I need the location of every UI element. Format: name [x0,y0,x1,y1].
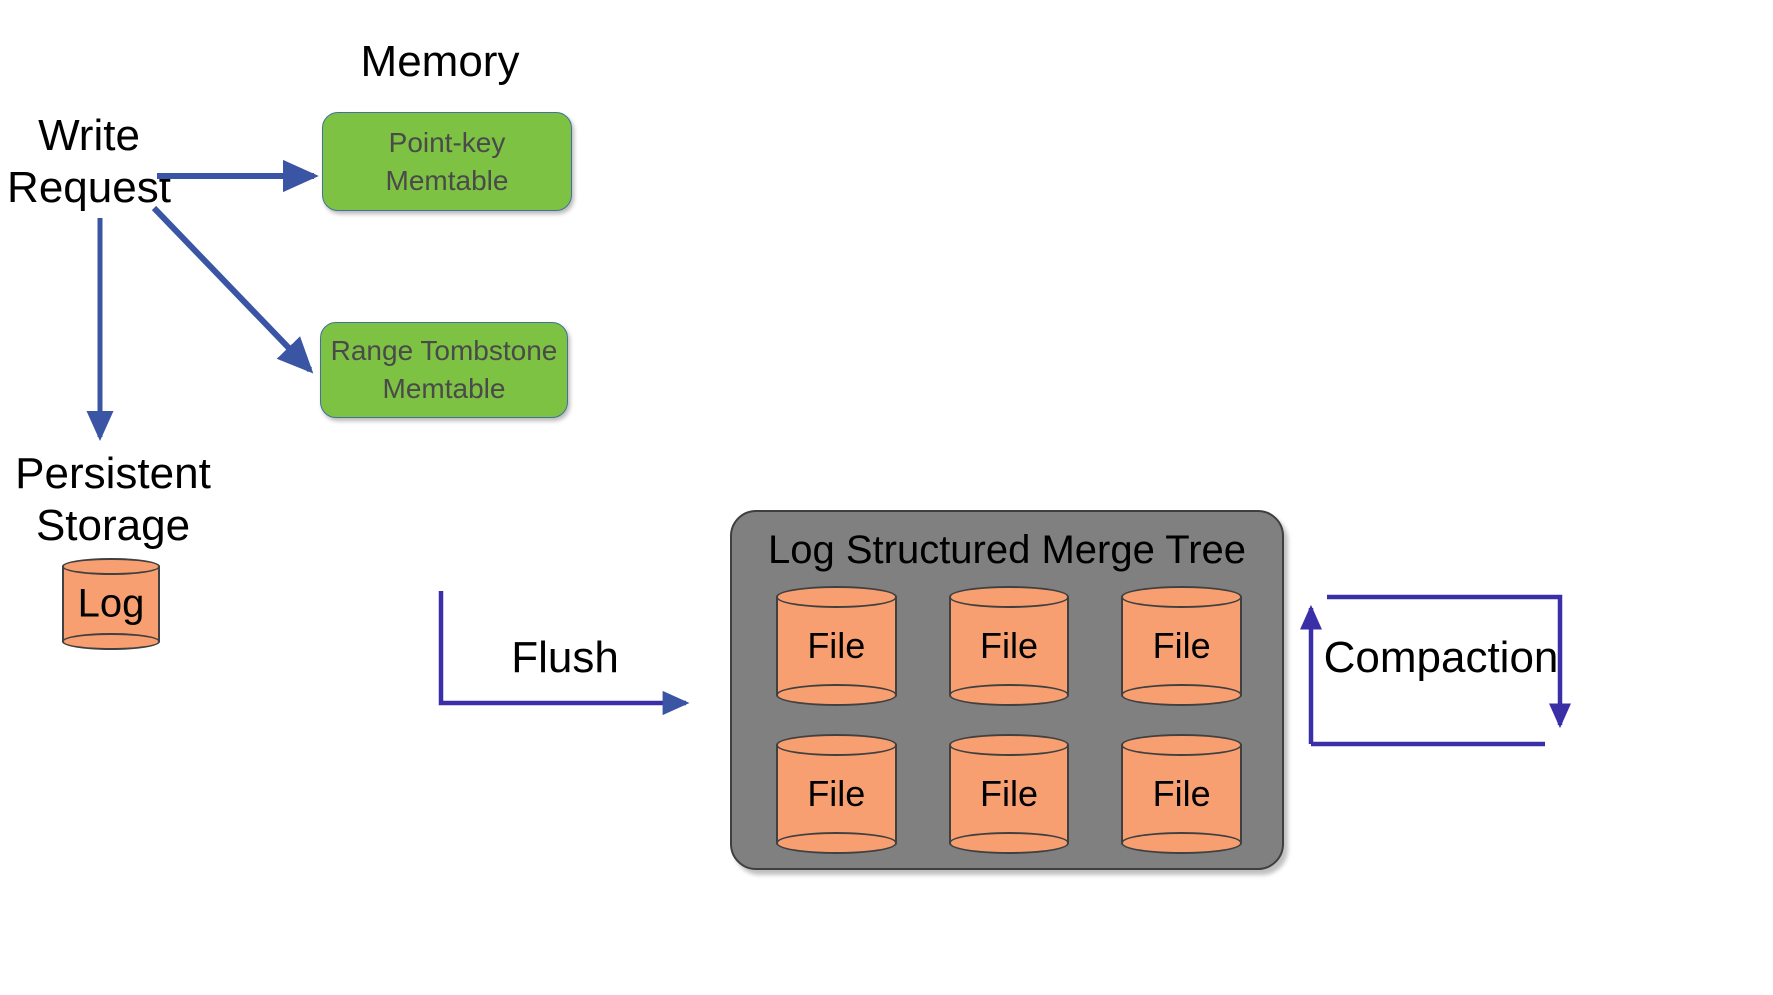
persistent-storage-label: Persistent Storage [15,449,211,550]
cylinder-bottom-ellipse [1121,832,1242,854]
cylinder-bottom-ellipse [776,684,897,706]
file-cylinder-label: File [1152,773,1211,814]
file-cylinder-label: File [807,773,866,814]
cylinder-top-ellipse [948,586,1070,608]
file-cylinder[interactable]: File [776,586,897,706]
cylinder-top-ellipse [776,734,897,756]
compaction-arrow-label: Compaction [1323,633,1559,682]
cylinder-body [1121,596,1242,696]
file-cylinder-label: File [979,773,1038,814]
memory-title: Memory [360,37,520,86]
cylinder-body [948,744,1070,844]
cylinder-bottom-ellipse [948,832,1070,854]
file-cylinder[interactable]: File [776,734,897,854]
lsm-tree-title: Log Structured Merge Tree [767,528,1247,572]
point-key-memtable-label: Point-key Memtable [385,126,509,196]
write-request-label: Write Request [7,111,171,212]
flush-arrow-label: Flush [511,633,619,682]
arrow-write-to-range-tombstone [151,205,314,374]
cylinder-bottom-ellipse [62,633,160,650]
range-tombstone-memtable-label: Range Tombstone Memtable [330,335,558,404]
file-cylinder[interactable]: File [1121,586,1242,706]
cylinder-bottom-ellipse [948,684,1070,706]
cylinder-top-ellipse [1121,586,1242,608]
file-cylinder[interactable]: File [948,734,1070,854]
range-tombstone-memtable-box[interactable]: Range Tombstone Memtable [320,322,568,418]
file-cylinder-label: File [807,625,866,666]
cylinder-top-ellipse [776,586,897,608]
cylinder-body [62,566,160,642]
point-key-memtable-box[interactable]: Point-key Memtable [322,112,572,211]
cylinder-top-ellipse [948,734,1070,756]
cylinder-body [776,596,897,696]
cylinder-body [1121,744,1242,844]
lsm-tree-container[interactable]: Log Structured Merge Tree File File File [730,510,1284,870]
log-cylinder-label: Log [77,581,145,626]
cylinder-body [948,596,1070,696]
cylinder-body [776,744,897,844]
cylinder-bottom-ellipse [1121,684,1242,706]
file-cylinder-label: File [1152,625,1211,666]
cylinder-top-ellipse [1121,734,1242,756]
file-cylinder-label: File [979,625,1038,666]
cylinder-top-ellipse [62,558,160,575]
log-cylinder[interactable]: Log [62,558,160,650]
cylinder-bottom-ellipse [776,832,897,854]
lsm-file-grid: File File File File [776,586,1242,854]
file-cylinder[interactable]: File [948,586,1070,706]
file-cylinder[interactable]: File [1121,734,1242,854]
